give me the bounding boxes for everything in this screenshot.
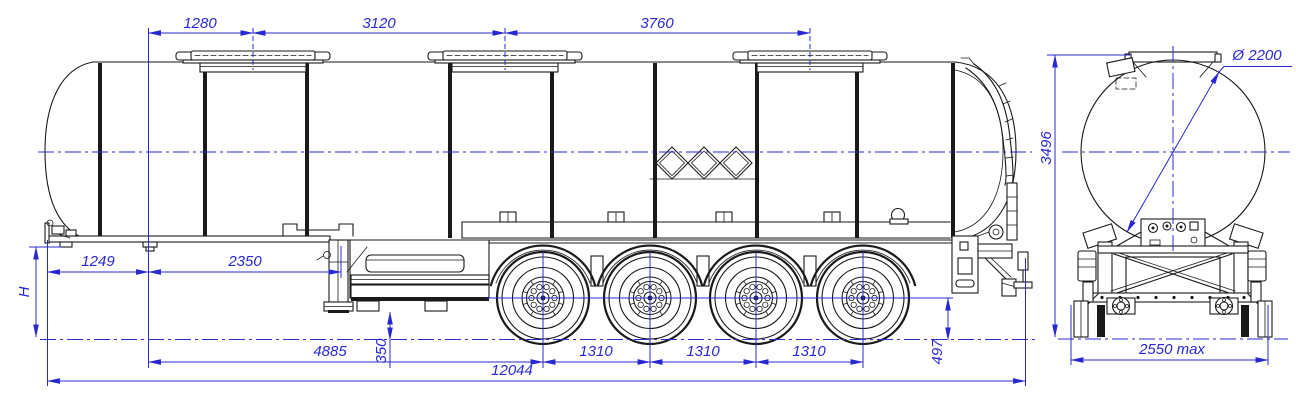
dim-label-3496: 3496: [1038, 131, 1055, 165]
dim-label-497: 497: [929, 339, 946, 365]
diameter-leader: [1218, 66, 1292, 73]
rear-frame: [1080, 241, 1266, 312]
rear-bumper: [951, 224, 1033, 297]
dim-label-1249: 1249: [81, 253, 115, 270]
dim-label-1310a: 1310: [579, 343, 613, 360]
rear-ladder: [960, 57, 1018, 241]
dim-label-H: H: [16, 286, 33, 297]
axle-hub-right: [1209, 296, 1239, 316]
dim-label-diameter: Ø 2200: [1231, 47, 1282, 64]
dimension-layer: 1280 3120 3760 1249 2350 H 4885 1310 131…: [16, 15, 1292, 386]
dim-label-350: 350: [373, 338, 390, 364]
dim-line-diameter: [1126, 71, 1220, 233]
side-view: [44, 50, 1033, 346]
tank-outline: [44, 61, 1017, 241]
dim-label-12044: 12044: [491, 362, 533, 379]
dim-label-3120: 3120: [362, 15, 396, 32]
rear-chassis-rail: [461, 207, 953, 244]
dim-label-2350: 2350: [227, 253, 262, 270]
dim-label-1280: 1280: [183, 15, 217, 32]
dim-label-3760: 3760: [640, 15, 674, 32]
fenders: [489, 244, 917, 287]
equipment-box: [349, 239, 490, 312]
dim-label-4885: 4885: [313, 343, 347, 360]
kingpin: [142, 241, 158, 248]
rear-walkway: [1105, 51, 1222, 90]
tank-bands: [98, 63, 955, 238]
rear-wheels: [1073, 300, 1273, 338]
dim-label-1310b: 1310: [686, 343, 720, 360]
rear-suspension: [1077, 250, 1267, 303]
rear-view: [1073, 51, 1273, 338]
dim-label-1310c: 1310: [792, 343, 826, 360]
axle-hub-left: [1106, 296, 1136, 316]
dim-label-2550: 2550 max: [1138, 341, 1205, 358]
front-chassis: [44, 219, 354, 252]
hazard-placards: [649, 146, 759, 180]
